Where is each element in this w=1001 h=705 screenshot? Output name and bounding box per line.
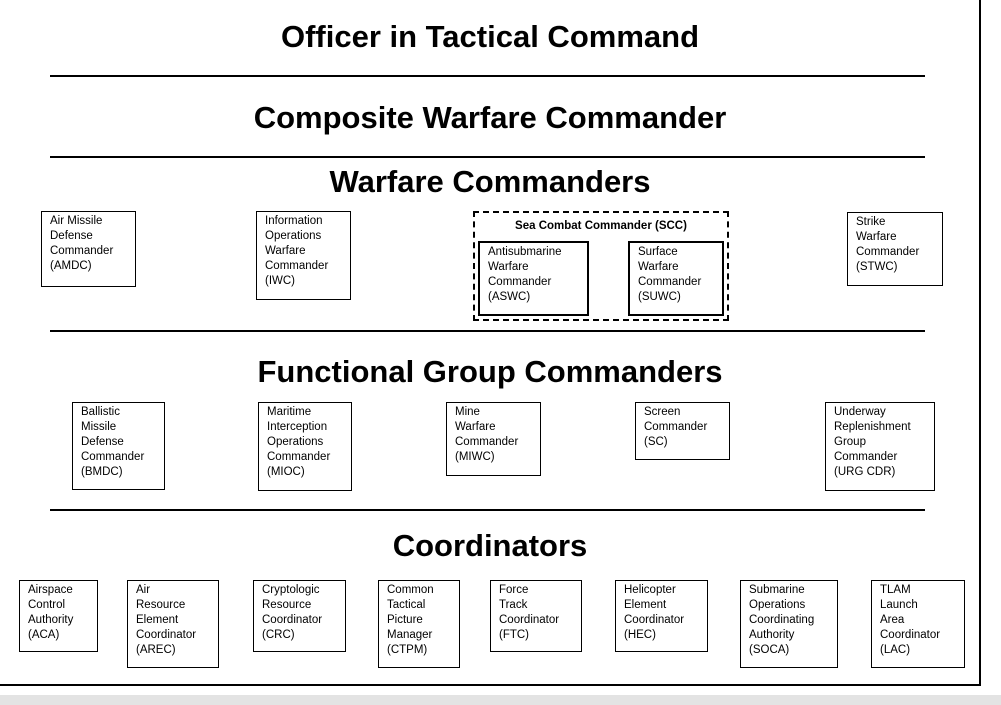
box-amdc: Air Missile Defense Commander (AMDC) (41, 211, 136, 287)
box-iwc: Information Operations Warfare Commander… (256, 211, 351, 300)
page-bottom-strip (0, 695, 1001, 705)
divider-1 (50, 75, 925, 77)
divider-2 (50, 156, 925, 158)
heading-warfare-commanders: Warfare Commanders (329, 164, 651, 199)
box-aswc: Antisubmarine Warfare Commander (ASWC) (478, 241, 589, 316)
divider-4 (50, 509, 925, 511)
group-sea-combat-commander: Sea Combat Commander (SCC) (473, 211, 729, 321)
heading-coordinators: Coordinators (392, 528, 588, 563)
box-miwc: Mine Warfare Commander (MIWC) (446, 402, 541, 476)
heading-composite-warfare-commander: Composite Warfare Commander (253, 100, 727, 135)
box-urg-cdr: Underway Replenishment Group Commander (… (825, 402, 935, 491)
box-soca: Submarine Operations Coordinating Author… (740, 580, 838, 668)
divider-3 (50, 330, 925, 332)
box-aca: Airspace Control Authority (ACA) (19, 580, 98, 652)
box-ftc: Force Track Coordinator (FTC) (490, 580, 582, 652)
box-crc: Cryptologic Resource Coordinator (CRC) (253, 580, 346, 652)
heading-officer-in-tactical-command: Officer in Tactical Command (280, 19, 699, 54)
scc-title: Sea Combat Commander (SCC) (515, 220, 687, 232)
box-arec: Air Resource Element Coordinator (AREC) (127, 580, 219, 668)
box-suwc: Surface Warfare Commander (SUWC) (628, 241, 724, 316)
box-lac: TLAM Launch Area Coordinator (LAC) (871, 580, 965, 668)
box-sc: Screen Commander (SC) (635, 402, 730, 460)
box-mioc: Maritime Interception Operations Command… (258, 402, 352, 491)
diagram-frame (0, 0, 981, 686)
box-stwc: Strike Warfare Commander (STWC) (847, 212, 943, 286)
heading-functional-group-commanders: Functional Group Commanders (257, 354, 723, 389)
box-bmdc: Ballistic Missile Defense Commander (BMD… (72, 402, 165, 490)
box-ctpm: Common Tactical Picture Manager (CTPM) (378, 580, 460, 668)
box-hec: Helicopter Element Coordinator (HEC) (615, 580, 708, 652)
